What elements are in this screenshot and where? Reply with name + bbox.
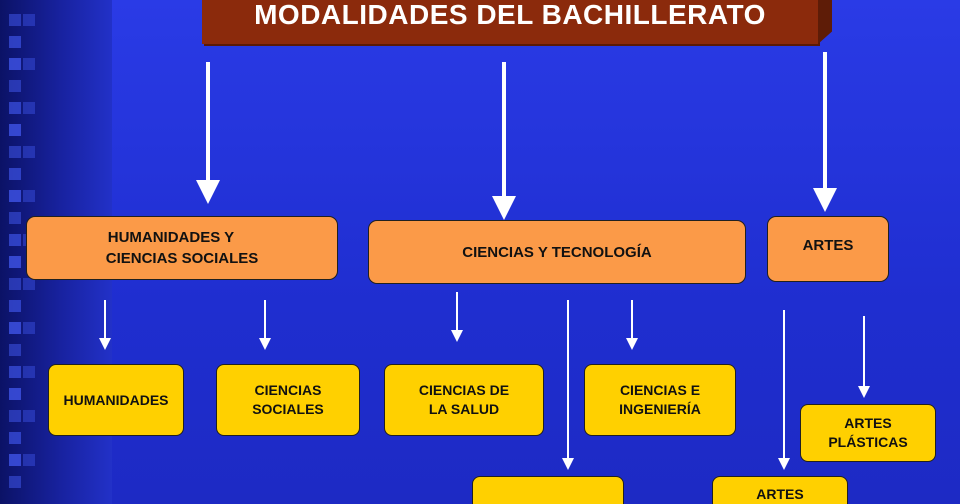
box-line: CIENCIAS SOCIALES <box>105 250 259 267</box>
sidebar-square <box>23 366 35 378</box>
sidebar-square <box>9 14 21 26</box>
box-ciencias-tecnologia: CIENCIAS Y TECNOLOGÍA <box>368 220 746 284</box>
box-line: CIENCIAS <box>254 382 322 398</box>
sidebar-square <box>23 454 35 466</box>
sidebar-square <box>9 432 21 444</box>
sidebar-square <box>9 102 21 114</box>
sidebar-square <box>23 322 35 334</box>
title-banner <box>202 0 818 44</box>
sidebar-square <box>23 102 35 114</box>
sidebar-square <box>9 388 21 400</box>
sidebar-square <box>23 58 35 70</box>
diagram-title: MODALIDADES DEL BACHILLERATO <box>254 0 766 30</box>
sidebar-square <box>9 234 21 246</box>
box-label: CIENCIAS Y TECNOLOGÍA <box>462 243 652 261</box>
sidebar-square <box>9 344 21 356</box>
sidebar-square <box>9 146 21 158</box>
sidebar-square <box>9 476 21 488</box>
sidebar-square <box>9 454 21 466</box>
sidebar-square <box>9 190 21 202</box>
box-line: LA SALUD <box>428 401 500 417</box>
sidebar-square <box>9 212 21 224</box>
sidebar-square <box>9 410 21 422</box>
box-artes: ARTES <box>767 216 889 282</box>
sidebar-square <box>9 278 21 290</box>
box-line: HUMANIDADES Y <box>107 229 235 246</box>
sidebar-square <box>23 410 35 422</box>
sidebar-square <box>23 278 35 290</box>
box-line: SOCIALES <box>252 401 324 417</box>
box-line: ARTES <box>844 415 892 431</box>
sidebar-square <box>9 58 21 70</box>
box-line: CIENCIAS E <box>619 382 701 398</box>
box-label: ARTES <box>802 236 854 254</box>
sidebar-square <box>9 124 21 136</box>
box-bottom-ciencias <box>472 476 624 504</box>
box-label: HUMANIDADES <box>63 391 169 408</box>
sidebar-square <box>9 256 21 268</box>
sidebar-square <box>9 36 21 48</box>
box-artes-plasticas: ARTES PLÁSTICAS <box>800 404 936 462</box>
box-humanidades: HUMANIDADES <box>48 364 184 436</box>
box-artes-bottom: ARTES <box>712 476 848 504</box>
sidebar-square <box>9 300 21 312</box>
sidebar-square <box>9 80 21 92</box>
box-ciencias-ingenieria: CIENCIAS E INGENIERÍA <box>584 364 736 436</box>
sidebar-square <box>9 366 21 378</box>
box-line: PLÁSTICAS <box>828 434 908 450</box>
sidebar-square <box>23 190 35 202</box>
sidebar-square <box>23 146 35 158</box>
box-line: INGENIERÍA <box>619 401 701 417</box>
box-ciencias-salud: CIENCIAS DE LA SALUD <box>384 364 544 436</box>
box-line: CIENCIAS DE <box>418 382 510 398</box>
sidebar-square <box>23 14 35 26</box>
box-ciencias-sociales: CIENCIAS SOCIALES <box>216 364 360 436</box>
box-label: ARTES <box>756 486 804 502</box>
sidebar-square <box>9 168 21 180</box>
box-humanidades-ciencias-sociales: HUMANIDADES Y CIENCIAS SOCIALES <box>26 216 338 280</box>
sidebar-square <box>9 322 21 334</box>
title-banner-bevel <box>818 0 832 44</box>
